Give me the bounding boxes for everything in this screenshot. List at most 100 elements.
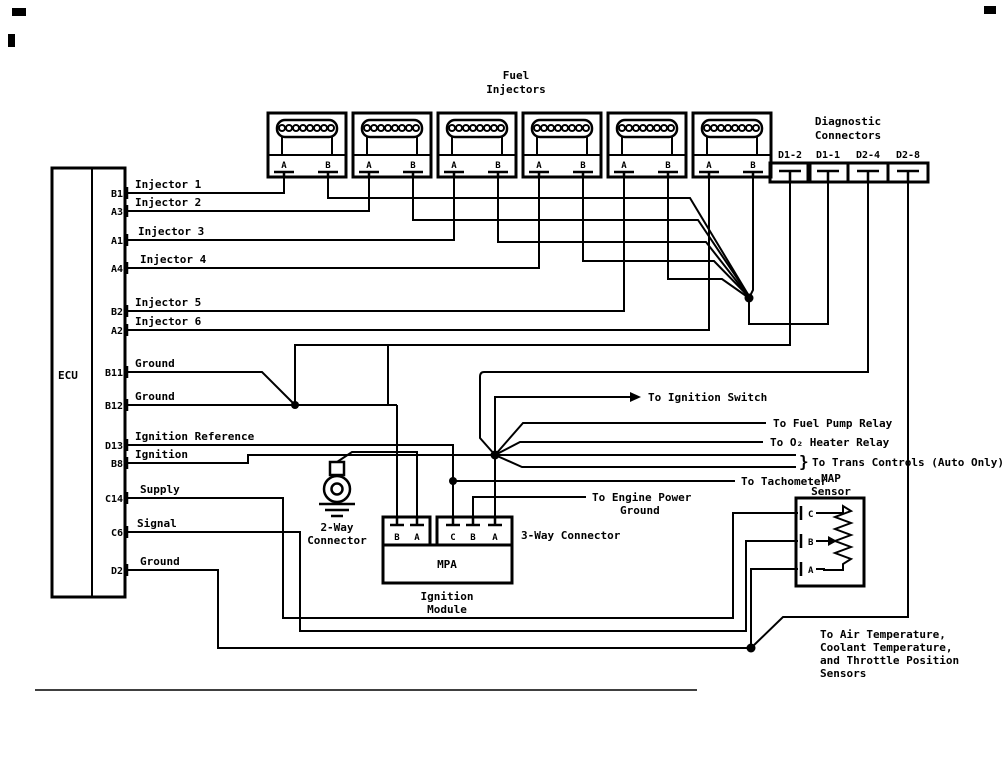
terminal-a-label: A [536,161,542,171]
title-line: Injectors [486,83,546,96]
wire-label: Signal [137,517,177,530]
wire-injector-5 [127,177,625,312]
dest-air-temp-2: Coolant Temperature, [820,641,952,654]
module-caption: Ignition Module [421,590,474,616]
coil-icon [700,118,764,139]
wire-label: Supply [140,483,180,496]
module-pins [390,517,502,527]
wiring [127,177,909,653]
injector-box [691,111,773,179]
ecu-pin-names: B1 A3 A1 A4 B2 A2 B11 B12 D13 B8 C14 C6 … [105,189,123,577]
wiper-arrowhead [828,536,837,546]
coil-icon [530,118,594,139]
terminal-b-label: B [325,161,331,171]
injector-3: A B [436,111,518,179]
arrowhead-ignition-switch [630,392,641,402]
ecu-pin: C6 [111,528,123,539]
wire-injector-b3 [497,177,750,298]
wire-injector-b5 [667,177,750,299]
diagnostic-connector-d2-8: D2-8 [886,150,930,184]
ecu-pin: B12 [105,401,123,412]
title-line: Sensor [811,485,851,498]
ecu-pin: B1 [111,189,123,200]
connector-pin [779,169,801,182]
module-left-connector [381,515,432,547]
trans-brace: } [799,452,809,471]
ignition-module: MPA B A C B A Ignition Module 3-Way Conn… [381,515,621,616]
label-line: Connector [307,534,367,547]
title-line: Connectors [815,129,881,142]
dest-air-temp-4: Sensors [820,667,866,680]
coil-loops [533,124,590,132]
fuel-injectors-title: Fuel Injectors [486,69,546,96]
destination-labels: To Ignition Switch To Fuel Pump Relay To… [592,391,1004,680]
map-pin-label: C [808,510,813,520]
wire-to-trans-2 [494,454,796,468]
ecu-label: ECU [58,369,78,382]
wire-label: Ignition [135,448,188,461]
wire-supply-map [127,497,798,619]
ecu-wire-labels: Injector 1 Injector 2 Injector 3 Injecto… [135,178,255,568]
terminal-a-label: A [366,161,372,171]
module-pin-label: A [414,533,420,543]
wire-label: Ignition Reference [135,430,255,443]
coil-legs [451,137,503,155]
dest-ignition-switch: To Ignition Switch [648,391,767,404]
connector-pin [817,169,839,182]
wire-label: Ground [140,555,180,568]
coil-legs [706,137,758,155]
wire-label: Injector 6 [135,315,202,328]
coil-loops [703,124,760,132]
map-pin-label: A [808,566,814,576]
module-body [381,543,514,585]
coil-loops [448,124,505,132]
coil-loops [618,124,675,132]
dest-o2-heater: To O₂ Heater Relay [770,436,890,449]
coil-legs [621,137,673,155]
coil-icon [275,118,339,139]
ecu-pin: D2 [111,566,123,577]
wire-injector-2 [127,177,370,212]
diagnostic-title: Diagnostic Connectors [815,115,881,142]
injector-box [436,111,518,179]
wire-injector-4 [127,177,540,269]
title-line: MAP [821,472,841,485]
print-mark [8,34,15,47]
resistor-zigzag [816,504,854,571]
wire-label: Injector 3 [138,225,204,238]
title-line: Diagnostic [815,115,881,128]
terminal-b-label: B [665,161,671,171]
terminal-pins [274,170,338,177]
wire-ground-b11 [127,371,296,406]
injector-4: A B [521,111,603,179]
terminal-pins [699,170,763,177]
wire-label: Injector 1 [135,178,202,191]
terminal-a-label: A [706,161,712,171]
wire-ignition-reference [127,444,454,517]
terminal-b-label: B [495,161,501,171]
diagnostic-connector-d1-1: D1-1 [806,150,850,184]
ecu-pin: A3 [111,207,123,218]
module-box-label: MPA [437,558,457,571]
coil-icon [445,118,509,139]
map-sensor: MAP Sensor C B A [794,472,866,588]
coil-legs [366,137,418,155]
terminal-pins [359,170,423,177]
wire-label: Ground [135,390,175,403]
ecu-pin: C14 [105,494,123,505]
terminal-b-label: B [410,161,416,171]
ecu-pin: A2 [111,326,123,337]
dest-air-temp-1: To Air Temperature, [820,628,946,641]
terminal-b-label: B [580,161,586,171]
title-line: Fuel [503,69,530,82]
injector-6: A B [691,111,773,179]
caption-line: Module [427,603,467,616]
module-pin-label: A [492,533,498,543]
module-pin-label: B [394,533,400,543]
wire-label: Injector 2 [135,196,201,209]
print-mark [12,8,26,16]
injector-1: A B [266,111,348,179]
coil-legs [281,137,333,155]
wire-to-d2-4 [479,182,869,456]
